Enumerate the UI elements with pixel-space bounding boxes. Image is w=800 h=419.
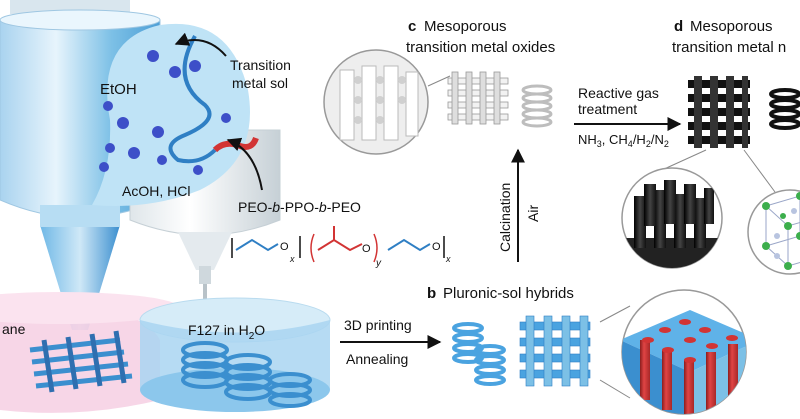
zoom-micelle-array <box>621 289 747 415</box>
printing-label: 3D printing <box>344 317 412 333</box>
oxide-helix <box>521 84 553 128</box>
gas-label-2: treatment <box>578 101 637 117</box>
acid-label: AcOH, HCl <box>122 183 190 199</box>
etoh-label: EtOH <box>100 81 137 98</box>
polymer-structure: O x O y O x <box>231 226 451 269</box>
sol-bubble: EtOH AcOH, HCl <box>92 23 259 206</box>
peo-chain <box>168 35 217 164</box>
arrow-to-polymer <box>226 137 263 191</box>
calcination-label: Calcination <box>497 183 513 252</box>
f127-label: F127 in H <box>188 322 249 338</box>
zoom-mesoporous-oxide <box>323 49 429 155</box>
oxide-lattice <box>447 71 509 125</box>
zoom-mesoporous-nitride <box>621 167 723 269</box>
transition-label-2: metal sol <box>232 75 288 91</box>
f127-tail: O <box>254 322 265 338</box>
hexane-dish: ane <box>0 292 180 413</box>
panel-d-title-1: Mesoporous <box>690 18 773 35</box>
hybrid-helices <box>452 322 506 386</box>
svg-text:y: y <box>375 258 382 269</box>
gas-formula: NH3, CH4/H2/N2 <box>578 132 669 149</box>
svg-text:O: O <box>362 243 371 255</box>
air-label: Air <box>525 205 541 222</box>
panel-label-b: b <box>427 285 436 302</box>
panel-label-d: d <box>674 18 683 35</box>
panel-b-title: Pluronic-sol hybrids <box>443 285 574 302</box>
svg-text:O: O <box>432 241 441 253</box>
svg-text:x: x <box>289 254 295 264</box>
f127-sub: 2 <box>249 331 255 342</box>
f127-dish: F127 in H2O <box>139 297 331 412</box>
panel-c-title-1: Mesoporous <box>424 18 507 35</box>
svg-text:O: O <box>280 241 289 253</box>
panel-c-title-2: transition metal oxides <box>406 39 555 56</box>
gas-label-1: Reactive gas <box>578 85 659 101</box>
annealing-label: Annealing <box>346 351 408 367</box>
panel-label-c: c <box>408 18 416 35</box>
sol-particles <box>99 50 231 175</box>
polymer-name: PEO-b-PPO-b-PEO <box>238 199 361 215</box>
nitride-helix <box>769 88 800 130</box>
nitride-lattice <box>688 76 750 148</box>
svg-text:x: x <box>445 254 451 264</box>
hexane-label: ane <box>2 321 26 337</box>
panel-d-title-2: transition metal n <box>672 39 786 56</box>
arrow-to-sol <box>174 32 227 57</box>
transition-label-1: Transition <box>230 57 291 73</box>
svg-text:F127 in H2O: F127 in H2O <box>188 322 265 342</box>
hybrid-lattice <box>519 315 591 387</box>
zoom-crystal-lattice <box>747 189 800 275</box>
